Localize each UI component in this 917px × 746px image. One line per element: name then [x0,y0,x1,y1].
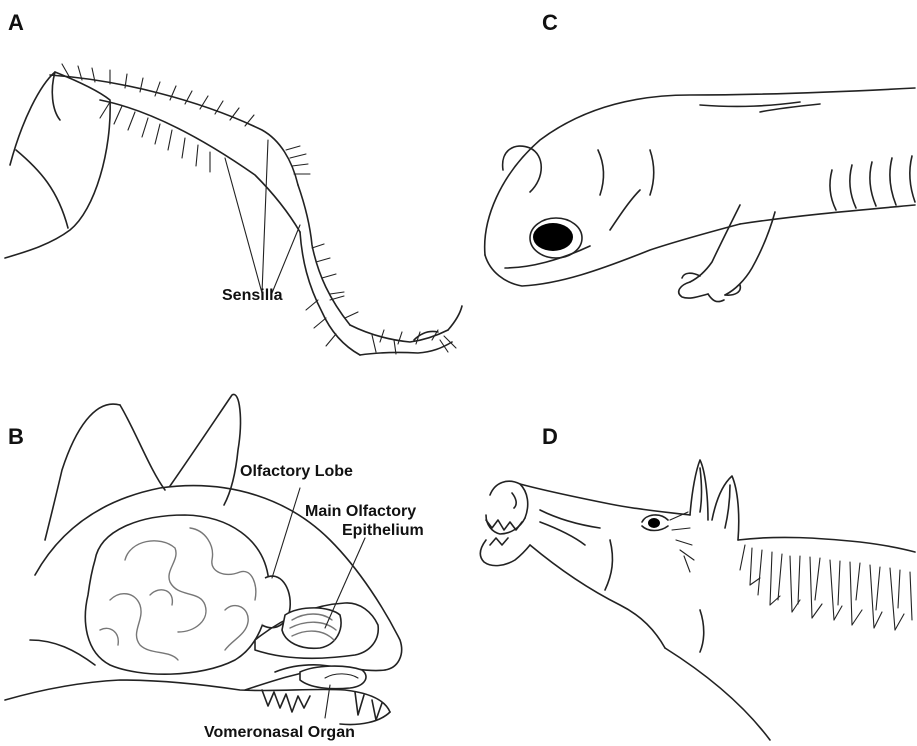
panel-b-letter: B [8,424,24,449]
panel-d: D [480,424,915,740]
brain [85,515,268,674]
olfactory-lobe-label: Olfactory Lobe [240,463,353,480]
panel-c: C [485,10,915,302]
main-olfactory-label-line1: Main Olfactory [305,503,416,520]
panel-b: B [5,394,424,741]
panel-d-letter: D [542,424,558,449]
main-olfactory-label-line2: Epithelium [342,522,424,539]
panel-c-letter: C [542,10,558,35]
vomeronasal-organ-label: Vomeronasal Organ [204,724,355,741]
salamander-drawing [485,88,915,302]
salamander-eye [533,223,573,251]
insect-leg-drawing [5,64,462,355]
panel-a-letter: A [8,10,24,35]
horse-drawing [480,460,915,740]
panel-a: A [5,10,462,355]
sensilla-label: Sensilla [222,287,283,304]
mammal-head-drawing [5,394,402,724]
